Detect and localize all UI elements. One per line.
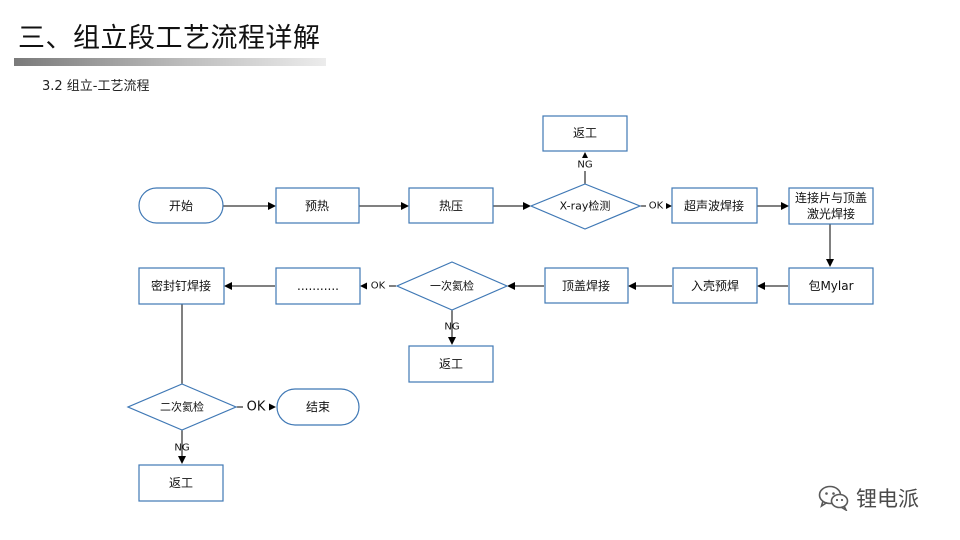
label-xray: X-ray检测 [560, 199, 611, 213]
page-title: 三、组立段工艺流程详解 [18, 23, 321, 54]
edge-label-ng-check1: NG [444, 322, 459, 333]
label-start: 开始 [169, 199, 193, 213]
node-rework-bottom [138, 464, 224, 502]
wechat-icon [818, 485, 849, 511]
node-hot-press [408, 187, 494, 224]
label-dots: ........... [297, 279, 339, 293]
node-helium-check-1 [395, 261, 509, 311]
label-hot-press: 热压 [439, 199, 463, 213]
node-rework-top [542, 115, 628, 152]
label-rework-top: 返工 [573, 126, 597, 140]
node-shell-preweld [672, 267, 758, 304]
edge-label-ok-xray: OK [649, 201, 664, 212]
node-preheat [275, 187, 360, 224]
flow-edges [178, 152, 834, 464]
label-mylar: 包Mylar [808, 279, 853, 293]
label-shell: 入壳预焊 [691, 278, 739, 293]
node-helium-check-2 [126, 383, 238, 431]
label-seal: 密封钉焊接 [151, 278, 211, 293]
edge-label-ok-check1: OK [371, 281, 386, 292]
watermark: 锂电派 [818, 483, 919, 513]
edge-label-ok-check2: OK [247, 400, 266, 415]
label-rework-bottom: 返工 [169, 476, 193, 490]
node-end [276, 388, 360, 426]
edge-label-ng-check2: NG [174, 443, 189, 454]
node-mylar [788, 267, 874, 305]
flow-nodes [126, 115, 874, 502]
label-check1: 一次氦检 [430, 279, 474, 293]
edge-label-backgrounds [243, 158, 666, 416]
label-connector-line1: 连接片与顶盖 [795, 190, 867, 205]
section-subtitle: 3.2 组立-工艺流程 [42, 79, 150, 94]
node-ultrasonic-weld [671, 187, 758, 224]
flow-labels: 开始 预热 热压 X-ray检测 超声波焊接 连接片与顶盖 激光焊接 返工 包M… [151, 126, 867, 490]
title-underline-bar [14, 58, 326, 66]
node-top-cover-weld [544, 267, 629, 304]
node-dots [275, 267, 361, 305]
label-ultrasonic: 超声波焊接 [684, 198, 744, 213]
node-xray-check [529, 183, 642, 230]
node-seal-pin-weld [138, 267, 225, 305]
label-check2: 二次氦检 [160, 400, 204, 414]
watermark-text: 锂电派 [856, 487, 919, 511]
node-start [138, 187, 224, 224]
label-top-weld: 顶盖焊接 [562, 278, 610, 293]
label-preheat: 预热 [305, 199, 329, 213]
node-connector-laser-weld [788, 187, 874, 225]
label-rework-mid: 返工 [439, 357, 463, 371]
label-connector-line2: 激光焊接 [807, 206, 855, 221]
label-end: 结束 [306, 400, 330, 414]
node-rework-mid [408, 345, 494, 383]
edge-label-ng-xray: NG [577, 160, 592, 171]
